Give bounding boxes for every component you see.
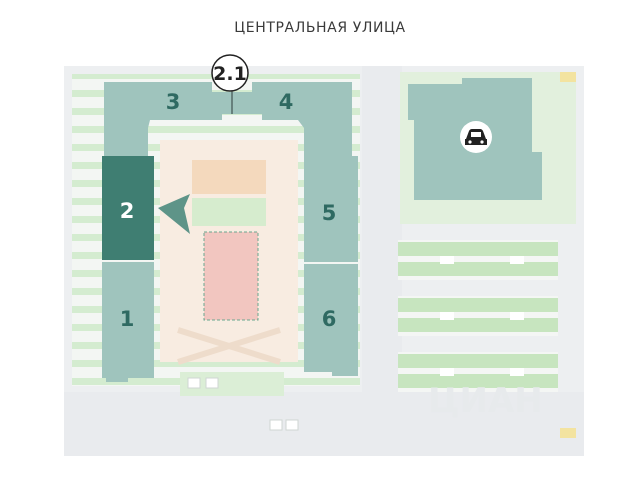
parking-space-marker [440,312,454,320]
parking-lots [187,240,558,431]
parking-space-marker [440,256,454,264]
pavement-path [177,327,281,365]
car-icon [465,129,487,145]
accessible-parking-spot [205,377,219,389]
parking-space-marker [440,368,454,376]
parking-space-marker [510,312,524,320]
building-6-label: 6 [322,307,337,331]
building-1[interactable] [102,262,154,382]
building-2-selected[interactable] [102,156,154,260]
building-5[interactable] [304,156,358,262]
parking-stripe [398,262,558,276]
building-1-label: 1 [120,307,135,331]
parking-stripe [398,298,558,312]
parking-space-marker [510,256,524,264]
sports-field [203,231,259,321]
green-zone [192,198,266,226]
watermark-text: ЦИАН [428,381,543,421]
parking-space-marker [510,368,524,376]
parking-garage[interactable] [408,78,542,200]
stage-label: 2.1 [213,63,247,85]
accessible-parking-spot [187,377,201,389]
building-5-label: 5 [322,201,337,225]
parking-stripe [398,318,558,332]
street-name-label: ЦЕНТРАЛЬНАЯ УЛИЦА [234,20,406,36]
building-2-label: 2 [120,199,135,223]
accessible-parking-spot [285,419,299,431]
parking-stripe [398,354,558,368]
stage-marker-circle[interactable] [211,54,249,92]
building-3-label: 3 [166,90,181,114]
accessible-parking-spot [269,419,283,431]
courtyard [160,140,298,365]
crosswalk-marker [560,72,576,82]
building-4-label: 4 [279,90,294,114]
parking-stripe [398,242,558,256]
central-road [362,66,402,392]
residential-buildings [102,82,358,382]
stage-marker[interactable]: 2.1 [211,54,249,92]
parking-stripe [398,374,558,388]
building-3-4[interactable] [104,82,352,156]
crosswalk-marker [560,428,576,438]
building-6[interactable] [304,264,358,376]
playground [192,160,266,194]
viewpoint-marker [158,194,190,234]
southern-road [64,392,584,456]
